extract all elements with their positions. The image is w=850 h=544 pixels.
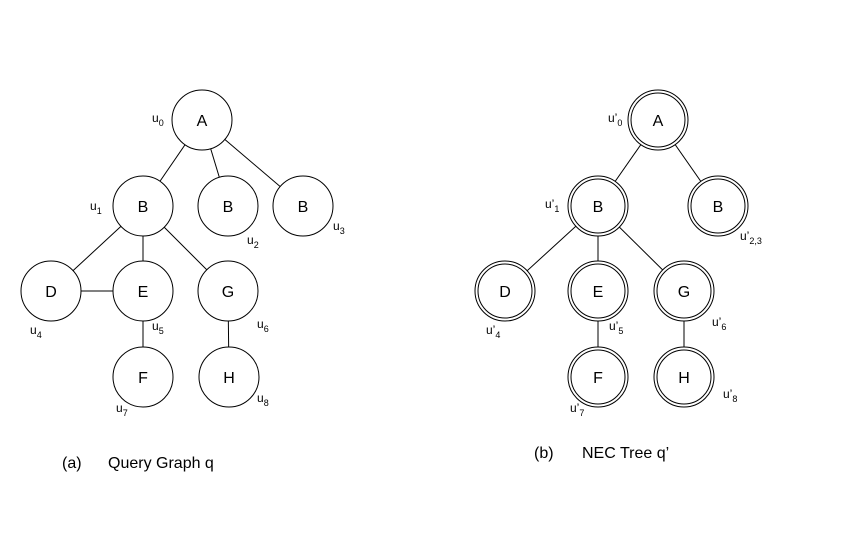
graph-a-node-u8: H <box>198 346 260 408</box>
graph-a-id-label-u8: u8 <box>257 391 269 408</box>
node-label: H <box>678 370 690 387</box>
graph-a-node-u2: B <box>197 175 259 237</box>
node-circle <box>197 260 259 322</box>
node-circle <box>20 260 82 322</box>
node-circle <box>198 346 260 408</box>
node-label: B <box>713 199 724 216</box>
node-id-labels: u0 u1 u2 u3 u4 u5 u6 u7 u8 u’0 u’1 u’2,3 u’4 u’5 u’6 u’… <box>30 111 762 418</box>
node-label: F <box>138 370 148 387</box>
node-label: D <box>45 284 57 301</box>
graph-b-id-label-v8: u’8 <box>723 387 737 404</box>
graph-a-node-u5: E <box>112 260 174 322</box>
caption-b-text: NEC Tree q’ <box>582 445 669 462</box>
node-label: E <box>593 284 604 301</box>
graph-b-node-v6: G <box>653 260 715 322</box>
graph-a-node-u6: G <box>197 260 259 322</box>
graph-a-id-label-u2: u2 <box>247 233 259 250</box>
graph-b-node-v1: B <box>567 175 629 237</box>
node-label: B <box>138 199 149 216</box>
graph-b-id-label-v5: u’5 <box>609 319 623 336</box>
graph-b-id-label-v4: u’4 <box>486 323 500 340</box>
nodes-layer: A B B B D E G F H A B B D E G F H <box>20 89 749 408</box>
node-inner-circle <box>570 178 626 234</box>
node-label: G <box>678 284 690 301</box>
graph-a-id-label-u5: u5 <box>152 319 164 336</box>
graph-b-id-label-v23: u’2,3 <box>740 229 762 246</box>
graph-b-node-v0: A <box>627 89 689 151</box>
graph-a-id-label-u3: u3 <box>333 219 345 236</box>
node-label: D <box>499 284 511 301</box>
node-circle <box>112 346 174 408</box>
node-label: A <box>653 113 664 130</box>
graph-a-node-u1: B <box>112 175 174 237</box>
graph-a-node-u0: A <box>171 89 233 151</box>
node-inner-circle <box>656 263 712 319</box>
node-label: F <box>593 370 603 387</box>
node-label: B <box>593 199 604 216</box>
graph-b-id-label-v6: u’6 <box>712 315 726 332</box>
graph-b-node-v7: F <box>567 346 629 408</box>
node-inner-circle <box>570 263 626 319</box>
caption-a-text: Query Graph q <box>108 455 214 472</box>
graph-b-node-v5: E <box>567 260 629 322</box>
node-label: E <box>138 284 149 301</box>
graph-b-id-label-v1: u’1 <box>545 197 559 214</box>
node-inner-circle <box>656 349 712 405</box>
node-circle <box>112 260 174 322</box>
node-label: A <box>197 113 208 130</box>
node-circle <box>197 175 259 237</box>
graph-a-id-label-u6: u6 <box>257 317 269 334</box>
graph-b-node-v8: H <box>653 346 715 408</box>
node-inner-circle <box>690 178 746 234</box>
node-label: B <box>298 199 309 216</box>
graph-a-id-label-u0: u0 <box>152 111 164 128</box>
node-circle <box>112 175 174 237</box>
graph-a-id-label-u7: u7 <box>116 401 128 418</box>
graph-a-id-label-u4: u4 <box>30 323 42 340</box>
graph-a-id-label-u1: u1 <box>90 199 102 216</box>
node-inner-circle <box>630 92 686 148</box>
graph-b-node-v4: D <box>474 260 536 322</box>
node-inner-circle <box>477 263 533 319</box>
caption-b-marker: (b) <box>534 445 554 462</box>
graph-b-id-label-v0: u’0 <box>608 111 622 128</box>
node-circle <box>272 175 334 237</box>
graph-a-node-u3: B <box>272 175 334 237</box>
graph-a-node-u4: D <box>20 260 82 322</box>
node-label: H <box>223 370 235 387</box>
node-label: B <box>223 199 234 216</box>
graph-b-id-label-v7: u’7 <box>570 401 584 418</box>
caption-a-marker: (a) <box>62 455 82 472</box>
node-label: G <box>222 284 234 301</box>
node-circle <box>171 89 233 151</box>
edges-layer <box>50 119 719 378</box>
graph-b-node-v23: B <box>687 175 749 237</box>
graph-a-node-u7: F <box>112 346 174 408</box>
node-inner-circle <box>570 349 626 405</box>
